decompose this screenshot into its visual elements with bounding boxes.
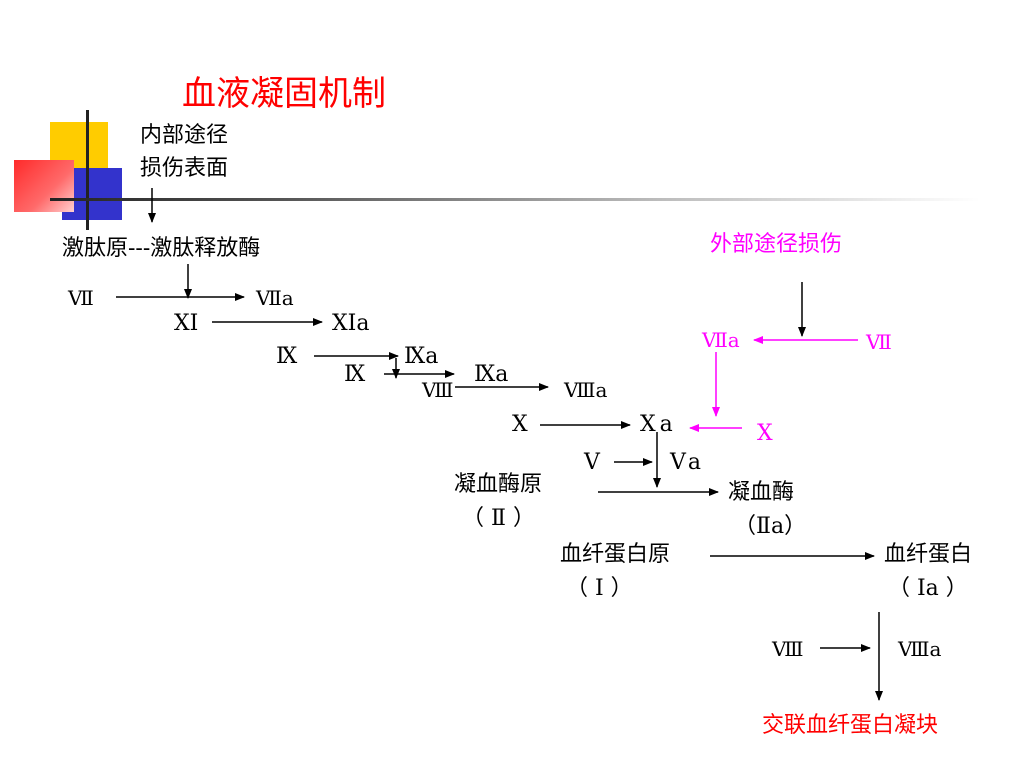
- ext-factor-7a-node: Ⅶa: [702, 328, 740, 352]
- factor-7a-node: Ⅶa: [256, 286, 294, 310]
- factor-5a-node: Va: [670, 450, 705, 475]
- factor-8-node-2: Ⅷ: [772, 637, 804, 661]
- factor-9a-node: Ⅸa: [404, 344, 439, 369]
- factor-9-node-2: Ⅸ: [344, 362, 366, 387]
- injury-surface-label: 损伤表面: [140, 156, 229, 181]
- factor-5-node: V: [584, 450, 600, 475]
- factor-10-node: X: [512, 412, 528, 437]
- ext-factor-7-node: Ⅶ: [866, 330, 892, 354]
- decor-vertical-line: [86, 110, 89, 230]
- page-title: 血液凝固机制: [182, 74, 386, 114]
- fibrin-code: （ Ⅰa ）: [888, 576, 968, 601]
- decor-horizontal-line: [50, 198, 980, 201]
- factor-10a-node: Xa: [640, 412, 677, 437]
- factor-9a-node-2: Ⅸa: [474, 362, 509, 387]
- fibrinogen-node: 血纤蛋白原: [560, 542, 671, 567]
- fibrin-node: 血纤蛋白: [884, 542, 973, 567]
- factor-8a-node-2: Ⅷa: [898, 637, 942, 661]
- crosslinked-fibrin-clot: 交联血纤蛋白凝块: [762, 713, 939, 738]
- factor-8-node: Ⅷ: [422, 378, 454, 402]
- prothrombin-node: 凝血酶原: [454, 472, 543, 497]
- extrinsic-path-label: 外部途径损伤: [710, 232, 843, 257]
- factor-11a-node: XIa: [332, 311, 370, 336]
- factor-7-node: Ⅶ: [68, 286, 94, 310]
- factor-11-node: XI: [174, 311, 199, 336]
- thrombin-node: 凝血酶: [728, 480, 795, 505]
- intrinsic-path-label: 内部途径: [140, 123, 229, 148]
- kallikrein-node: 激肽原---激肽释放酶: [62, 236, 261, 261]
- thrombin-code: （Ⅱa）: [734, 514, 807, 539]
- decor-red-square: [14, 160, 74, 212]
- factor-9-node: Ⅸ: [276, 344, 298, 369]
- prothrombin-code: （ Ⅱ ）: [462, 506, 535, 531]
- ext-factor-10-node: X: [757, 421, 773, 446]
- factor-8a-node: Ⅷa: [564, 378, 608, 402]
- fibrinogen-code: （ Ⅰ ）: [566, 576, 633, 601]
